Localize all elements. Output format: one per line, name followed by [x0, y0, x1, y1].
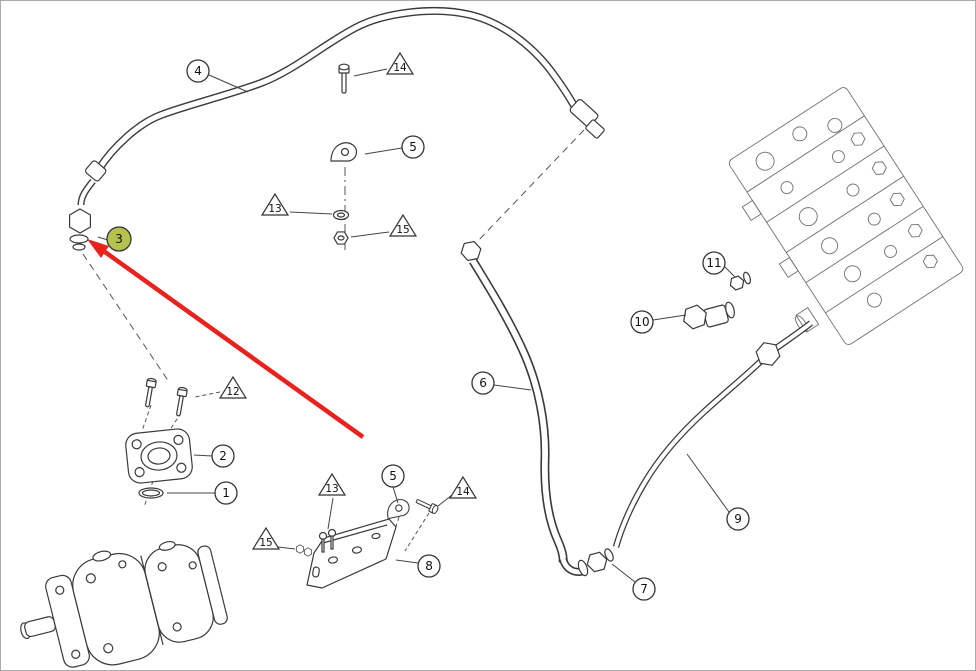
- callout-circle-9[interactable]: 9: [726, 507, 750, 531]
- highlight-arrow: [87, 239, 365, 439]
- callout-label: 1: [222, 486, 230, 500]
- hose-clamp-lower: [387, 499, 410, 520]
- callout-circle-1[interactable]: 1: [214, 481, 238, 505]
- callout-circle-5b[interactable]: 5: [381, 464, 405, 488]
- mounting-bracket-8: [306, 518, 397, 589]
- callout-triangle-13b[interactable]: 13: [317, 472, 347, 496]
- nuts-15b: [295, 544, 313, 557]
- callout-triangle-14b[interactable]: 14: [448, 475, 478, 499]
- callout-label: 3: [115, 232, 123, 246]
- callout-circle-7[interactable]: 7: [632, 577, 656, 601]
- nut-15a: [331, 228, 351, 248]
- callout-triangle-12[interactable]: 12: [218, 375, 248, 399]
- hydraulic-valve-block: [728, 87, 964, 345]
- o-ring-seal: [138, 487, 164, 499]
- callout-label: 7: [640, 582, 648, 596]
- pipe-9: [612, 320, 814, 548]
- callout-label: 6: [479, 376, 487, 390]
- leader-lines: [97, 68, 736, 583]
- adapter-fitting-10: [682, 301, 735, 332]
- callout-triangle-13a[interactable]: 13: [260, 192, 290, 216]
- callout-label: 5: [389, 469, 397, 483]
- plug-fitting-11: [729, 271, 752, 292]
- bolt-14b: [415, 499, 439, 514]
- construction-lines: [82, 129, 585, 568]
- callout-circle-8[interactable]: 8: [417, 554, 441, 578]
- callout-circle-5a[interactable]: 5: [401, 135, 425, 159]
- hose-clamp-upper: [330, 142, 358, 162]
- union-fitting-7: [577, 548, 614, 577]
- callout-label: 14: [393, 62, 407, 74]
- callout-label: 8: [425, 559, 433, 573]
- callout-label: 2: [219, 449, 227, 463]
- callout-circle-10[interactable]: 10: [630, 310, 654, 334]
- callout-label: 15: [396, 224, 409, 236]
- callout-label: 13: [268, 203, 281, 215]
- pump-mounting-flange: [125, 428, 193, 484]
- callout-label: 10: [634, 315, 649, 329]
- hydraulic-gear-pump: [20, 540, 228, 668]
- washer-13a: [332, 209, 350, 221]
- callout-circle-2[interactable]: 2: [211, 444, 235, 468]
- callout-label: 13: [325, 483, 338, 495]
- callout-circle-3-selected[interactable]: 3: [106, 226, 132, 252]
- callout-triangle-15b[interactable]: 15: [251, 526, 281, 550]
- callout-label: 9: [734, 512, 742, 526]
- bolt-14a: [338, 63, 350, 94]
- callout-label: 12: [226, 386, 239, 398]
- elbow-fitting-3: [68, 160, 107, 251]
- callout-triangle-15a[interactable]: 15: [388, 213, 418, 237]
- hose-6: [459, 238, 587, 577]
- callout-label: 15: [259, 537, 272, 549]
- callout-triangle-14a[interactable]: 14: [385, 51, 415, 75]
- screws-13b: [318, 528, 337, 553]
- callout-label: 4: [194, 64, 202, 78]
- callout-circle-4[interactable]: 4: [186, 59, 210, 83]
- callout-circle-11[interactable]: 11: [702, 251, 726, 275]
- callout-circle-6[interactable]: 6: [471, 371, 495, 395]
- callout-label: 5: [409, 140, 417, 154]
- callout-label: 14: [456, 486, 470, 498]
- callout-label: 11: [706, 256, 721, 270]
- flange-bolts: [145, 377, 188, 417]
- hose-4: [95, 7, 605, 172]
